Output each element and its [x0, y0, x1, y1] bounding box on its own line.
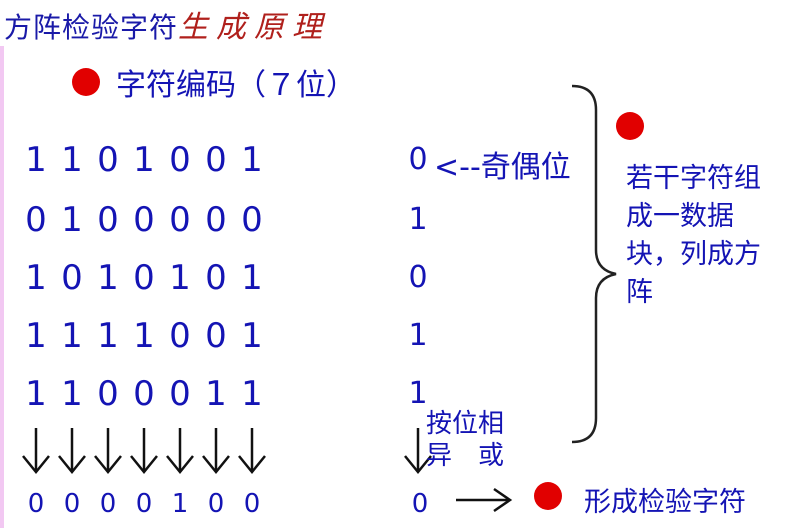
check-parity-bit: 0: [411, 489, 429, 519]
right-arrow-icon: [456, 487, 513, 513]
parity-label: <--奇偶位: [434, 150, 571, 185]
bit-cell: 0: [169, 374, 191, 414]
bit-cell: 1: [241, 374, 263, 414]
down-arrow-icon: [202, 428, 230, 474]
bit-cell: 1: [61, 374, 83, 414]
bit-cell: 0: [241, 200, 263, 240]
down-arrow-icon: [238, 428, 266, 474]
parity-bit: 1: [408, 318, 428, 353]
bullet-dot-icon: [616, 112, 644, 140]
brace-icon: [571, 84, 617, 444]
check-bit: 0: [135, 489, 153, 519]
parity-bit: 1: [408, 376, 428, 411]
block-description: 若干字符组成一数据块，列成方阵: [626, 163, 761, 308]
bit-cell: 0: [25, 200, 47, 240]
parity-bit: 0: [408, 142, 428, 177]
bit-cell: 1: [25, 258, 47, 298]
bit-cell: 1: [241, 316, 263, 356]
parity-bit: 0: [408, 260, 428, 295]
title-part-2: 生成原理: [178, 10, 331, 45]
check-bit: 0: [99, 489, 117, 519]
bit-cell: 1: [61, 140, 83, 180]
xor-label: 按位相 异 或: [426, 408, 504, 472]
bit-cell: 0: [97, 374, 119, 414]
bit-cell: 1: [61, 316, 83, 356]
bit-cell: 1: [133, 140, 155, 180]
bit-cell: 0: [133, 200, 155, 240]
down-arrow-icon: [58, 428, 86, 474]
bullet-dot-icon: [72, 68, 100, 96]
bit-cell: 1: [97, 258, 119, 298]
xor-label-line-2: 异 或: [426, 441, 505, 471]
bit-cell: 1: [241, 140, 263, 180]
check-bit: 0: [63, 489, 81, 519]
left-margin-rule: [0, 46, 4, 528]
bit-cell: 0: [133, 258, 155, 298]
bit-cell: 0: [61, 258, 83, 298]
bit-cell: 0: [133, 374, 155, 414]
bit-cell: 1: [169, 258, 191, 298]
bit-cell: 1: [25, 140, 47, 180]
down-arrow-icon: [166, 428, 194, 474]
bit-cell: 0: [97, 140, 119, 180]
bit-cell: 0: [169, 200, 191, 240]
bit-cell: 0: [205, 140, 227, 180]
down-arrow-icon: [22, 428, 50, 474]
down-arrow-icon: [130, 428, 158, 474]
bit-cell: 1: [25, 316, 47, 356]
bit-cell: 1: [133, 316, 155, 356]
bit-cell: 0: [169, 140, 191, 180]
check-bit: 0: [243, 489, 261, 519]
bit-cell: 0: [97, 200, 119, 240]
bit-cell: 1: [97, 316, 119, 356]
down-arrow-icon: [94, 428, 122, 474]
bit-cell: 0: [205, 258, 227, 298]
check-bit: 1: [171, 489, 189, 519]
bit-cell: 0: [205, 200, 227, 240]
encoding-heading: 字符编码（７位）: [116, 68, 356, 103]
check-bit: 0: [207, 489, 225, 519]
diagram-title: 方阵检验字符生成原理: [4, 2, 330, 46]
check-bit: 0: [27, 489, 45, 519]
bit-cell: 0: [169, 316, 191, 356]
down-arrow-icon: [404, 428, 432, 474]
title-part-1: 方阵检验字符: [4, 11, 179, 44]
bullet-dot-icon: [534, 482, 562, 510]
parity-bit: 1: [408, 202, 428, 237]
xor-label-line-1: 按位相: [426, 409, 505, 439]
bit-cell: 1: [61, 200, 83, 240]
bit-cell: 1: [25, 374, 47, 414]
bit-cell: 1: [241, 258, 263, 298]
bit-cell: 0: [205, 316, 227, 356]
result-label: 形成检验字符: [584, 487, 746, 518]
bit-cell: 1: [205, 374, 227, 414]
